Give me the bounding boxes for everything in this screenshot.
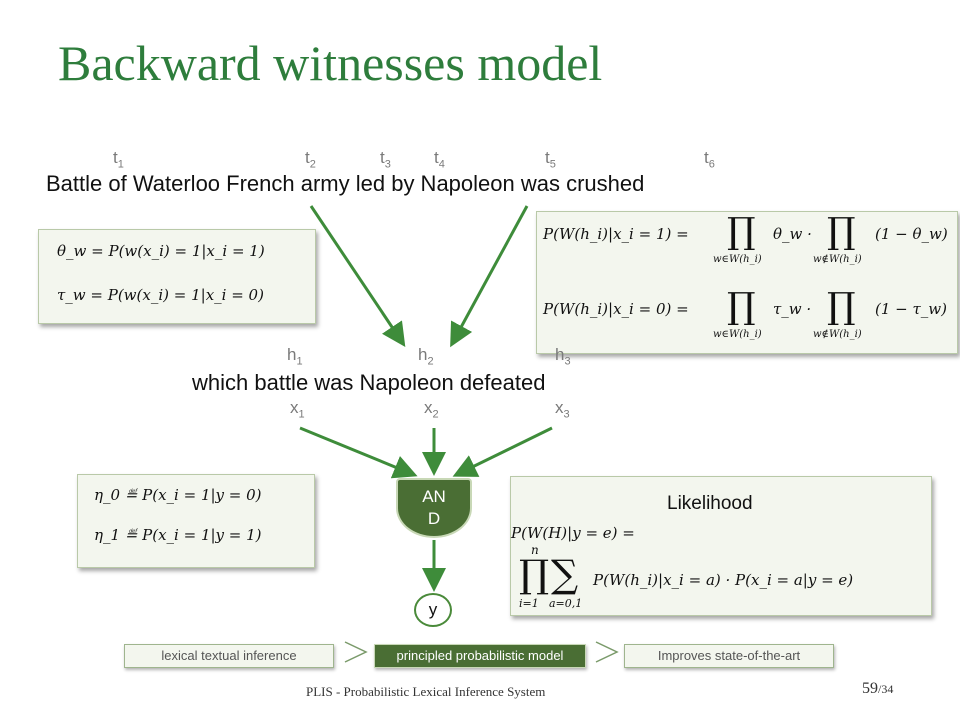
hypothesis-sentence: which battle was Napoleon defeated bbox=[192, 370, 546, 395]
theta-definition: θ_w = P(w(x_i) = 1|x_i = 1) bbox=[57, 242, 265, 260]
x-label-3: x3 bbox=[555, 398, 570, 421]
page-number-current: 59 bbox=[862, 680, 878, 697]
t-label-5: t5 bbox=[545, 148, 556, 171]
t-label-6: t6 bbox=[704, 148, 715, 171]
product-symbol-2b: ∏ bbox=[827, 286, 856, 327]
h-label-2: h2 bbox=[418, 345, 434, 368]
product-symbol-1a: ∏ bbox=[727, 211, 756, 252]
arrow-t2-to-h2 bbox=[309, 205, 406, 347]
product-likelihood-box: P(W(h_i)|x_i = 1) = ∏ w∈W(h_i) θ_w · ∏ w… bbox=[536, 211, 958, 354]
likelihood-prod-bottom: i=1 bbox=[519, 597, 539, 610]
product-line-2-lhs: P(W(h_i)|x_i = 0) = bbox=[543, 300, 689, 318]
likelihood-sum-symbol: ∑ bbox=[551, 552, 579, 596]
product-under-1b: w∉W(h_i) bbox=[813, 254, 862, 265]
y-node: y bbox=[414, 593, 452, 627]
footer-text: PLIS - Probabilistic Lexical Inference S… bbox=[306, 684, 546, 699]
likelihood-prod-top: n bbox=[531, 543, 539, 557]
h-label-3: h3 bbox=[555, 345, 571, 368]
pipeline-arrow-2 bbox=[595, 641, 619, 663]
eta-box: η_0 ≝ P(x_i = 1|y = 0) η_1 ≝ P(x_i = 1|y… bbox=[77, 474, 315, 568]
product-under-1a: w∈W(h_i) bbox=[713, 254, 762, 265]
t-label-4: t4 bbox=[434, 148, 445, 171]
likelihood-sum-bottom: a=0,1 bbox=[549, 597, 583, 610]
pipeline-arrow-1 bbox=[344, 641, 368, 663]
and-gate: AN D bbox=[396, 478, 472, 538]
likelihood-box: Likelihood P(W(H)|y = e) = n ∏ i=1 ∑ a=0… bbox=[510, 476, 932, 616]
product-under-2a: w∈W(h_i) bbox=[713, 329, 762, 340]
product-under-2b: w∉W(h_i) bbox=[813, 329, 862, 340]
likelihood-heading: Likelihood bbox=[667, 493, 753, 514]
product-line-1-mid: θ_w · bbox=[773, 225, 812, 243]
t-label-2: t2 bbox=[305, 148, 316, 171]
t-label-1: t1 bbox=[113, 148, 124, 171]
product-line-1-end: (1 − θ_w) bbox=[875, 225, 948, 243]
pipeline-step-probabilistic: principled probabilistic model bbox=[374, 644, 586, 668]
x-label-1: x1 bbox=[290, 398, 305, 421]
arrow-t5-to-h2 bbox=[450, 205, 529, 348]
likelihood-lhs: P(W(H)|y = e) = bbox=[511, 524, 635, 542]
t-label-3: t3 bbox=[380, 148, 391, 171]
and-gate-label: AN D bbox=[422, 487, 446, 528]
tau-definition: τ_w = P(w(x_i) = 1|x_i = 0) bbox=[57, 286, 264, 304]
product-line-2-mid: τ_w · bbox=[773, 300, 812, 318]
product-line-1-lhs: P(W(h_i)|x_i = 1) = bbox=[543, 225, 689, 243]
slide-title: Backward witnesses model bbox=[58, 35, 603, 91]
likelihood-rhs: P(W(h_i)|x_i = a) · P(x_i = a|y = e) bbox=[593, 571, 854, 589]
eta-1-definition: η_1 ≝ P(x_i = 1|y = 1) bbox=[94, 526, 262, 544]
arrow-x3-to-and bbox=[452, 426, 553, 477]
text-sentence: Battle of Waterloo French army led by Na… bbox=[46, 171, 645, 196]
product-symbol-2a: ∏ bbox=[727, 286, 756, 327]
x-label-2: x2 bbox=[424, 398, 439, 421]
pipeline-step-lexical: lexical textual inference bbox=[124, 644, 334, 668]
pipeline-step-improves: Improves state-of-the-art bbox=[624, 644, 834, 668]
h-label-1: h1 bbox=[287, 345, 303, 368]
arrow-x1-to-and bbox=[299, 426, 418, 479]
page-number: 59/34 bbox=[862, 680, 893, 698]
page-number-total: /34 bbox=[878, 682, 894, 696]
product-symbol-1b: ∏ bbox=[827, 211, 856, 252]
eta-0-definition: η_0 ≝ P(x_i = 1|y = 0) bbox=[94, 486, 262, 504]
theta-tau-box: θ_w = P(w(x_i) = 1|x_i = 1) τ_w = P(w(x_… bbox=[38, 229, 316, 324]
product-line-2-end: (1 − τ_w) bbox=[875, 300, 947, 318]
likelihood-product-symbol: ∏ bbox=[519, 552, 550, 596]
